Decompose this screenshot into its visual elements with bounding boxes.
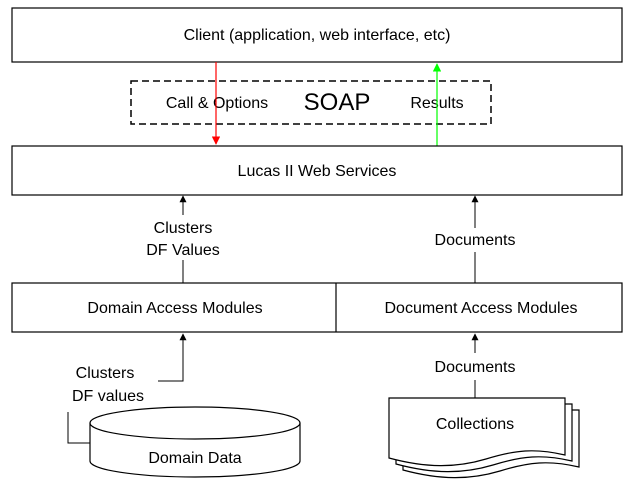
domain-flow-line1: Clusters	[76, 365, 135, 382]
collections-document-stack: Collections	[388, 397, 580, 479]
client-box: Client (application, web interface, etc)	[11, 7, 623, 63]
domain-flow-line2: DF values	[72, 388, 144, 405]
web-services-box: Lucas II Web Services	[11, 145, 623, 196]
domain-data-label: Domain Data	[148, 450, 241, 467]
left-flow-line1: Clusters	[154, 220, 213, 237]
domain-access-label: Domain Access Modules	[87, 300, 262, 317]
soap-box: Call & Options SOAP Results	[130, 80, 492, 125]
right-flow-label: Documents	[435, 232, 516, 249]
soap-title: SOAP	[304, 89, 371, 116]
soap-call-label: Call & Options	[166, 95, 268, 112]
domain-flow-connector	[158, 333, 187, 382]
web-services-label: Lucas II Web Services	[238, 163, 397, 180]
domain-data-cylinder: Domain Data	[89, 406, 301, 478]
client-label: Client (application, web interface, etc)	[184, 27, 451, 44]
collections-label: Collections	[436, 416, 514, 433]
left-flow-line2: DF Values	[146, 242, 220, 259]
document-access-label: Document Access Modules	[385, 300, 578, 317]
document-flow-label: Documents	[435, 359, 516, 376]
domain-flow-arrow	[67, 412, 90, 444]
access-modules-row: Domain Access Modules Document Access Mo…	[11, 282, 623, 333]
